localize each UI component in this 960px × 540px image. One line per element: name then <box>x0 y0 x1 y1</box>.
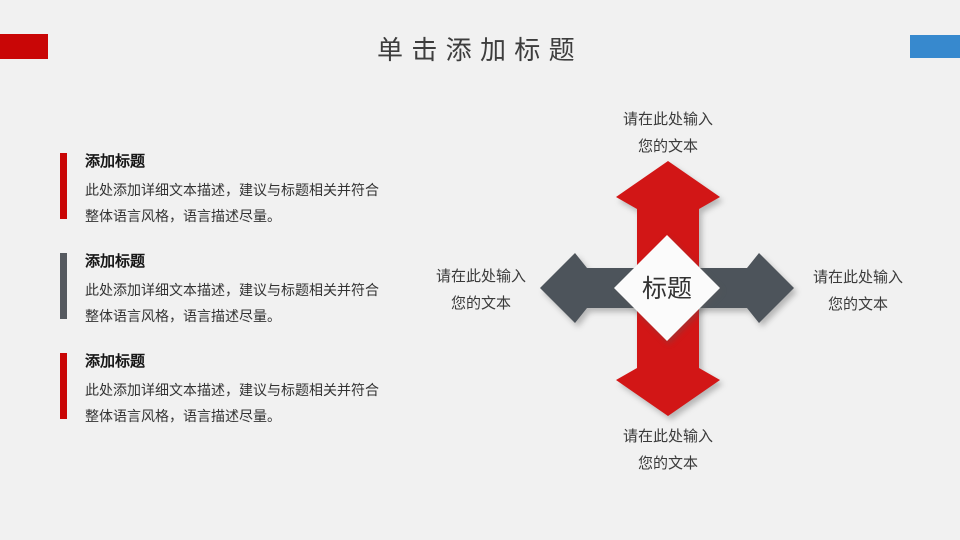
block-accent-bar <box>60 253 67 319</box>
center-diamond <box>614 235 720 341</box>
label-line: 您的文本 <box>827 295 888 313</box>
top-arrow-label: 请在此处输入 您的文本 <box>543 106 793 160</box>
label-line: 您的文本 <box>637 454 698 472</box>
block-body: 此处添加详细文本描述，建议与标题相关并符合整体语言风格，语言描述尽量。 <box>85 183 379 225</box>
label-line: 您的文本 <box>450 294 511 312</box>
top-left-accent-bar <box>0 34 48 59</box>
block-title: 添加标题 <box>85 152 146 170</box>
label-line: 您的文本 <box>637 137 698 155</box>
top-right-accent-bar <box>910 35 960 58</box>
left-arrow-label: 请在此处输入 您的文本 <box>356 263 606 317</box>
text-block-1: 添加标题 此处添加详细文本描述，建议与标题相关并符合整体语言风格，语言描述尽量。 <box>60 150 382 225</box>
block-body: 此处添加详细文本描述，建议与标题相关并符合整体语言风格，语言描述尽量。 <box>85 383 379 425</box>
label-line: 请在此处输入 <box>812 268 903 286</box>
block-title: 添加标题 <box>85 352 146 370</box>
diamond-title-label: 标题 <box>642 274 692 303</box>
bottom-arrow-label: 请在此处输入 您的文本 <box>543 423 793 477</box>
block-body: 此处添加详细文本描述，建议与标题相关并符合整体语言风格，语言描述尽量。 <box>85 283 379 325</box>
text-block-3: 添加标题 此处添加详细文本描述，建议与标题相关并符合整体语言风格，语言描述尽量。 <box>60 350 382 425</box>
block-accent-bar <box>60 153 67 219</box>
block-title: 添加标题 <box>85 252 146 270</box>
label-line: 请在此处输入 <box>622 427 713 445</box>
label-line: 请在此处输入 <box>435 267 526 285</box>
right-arrow-label: 请在此处输入 您的文本 <box>733 264 960 318</box>
label-line: 请在此处输入 <box>622 110 713 128</box>
slide-title: 单击添加标题 <box>377 36 583 66</box>
text-block-2: 添加标题 此处添加详细文本描述，建议与标题相关并符合整体语言风格，语言描述尽量。 <box>60 250 382 325</box>
block-accent-bar <box>60 353 67 419</box>
